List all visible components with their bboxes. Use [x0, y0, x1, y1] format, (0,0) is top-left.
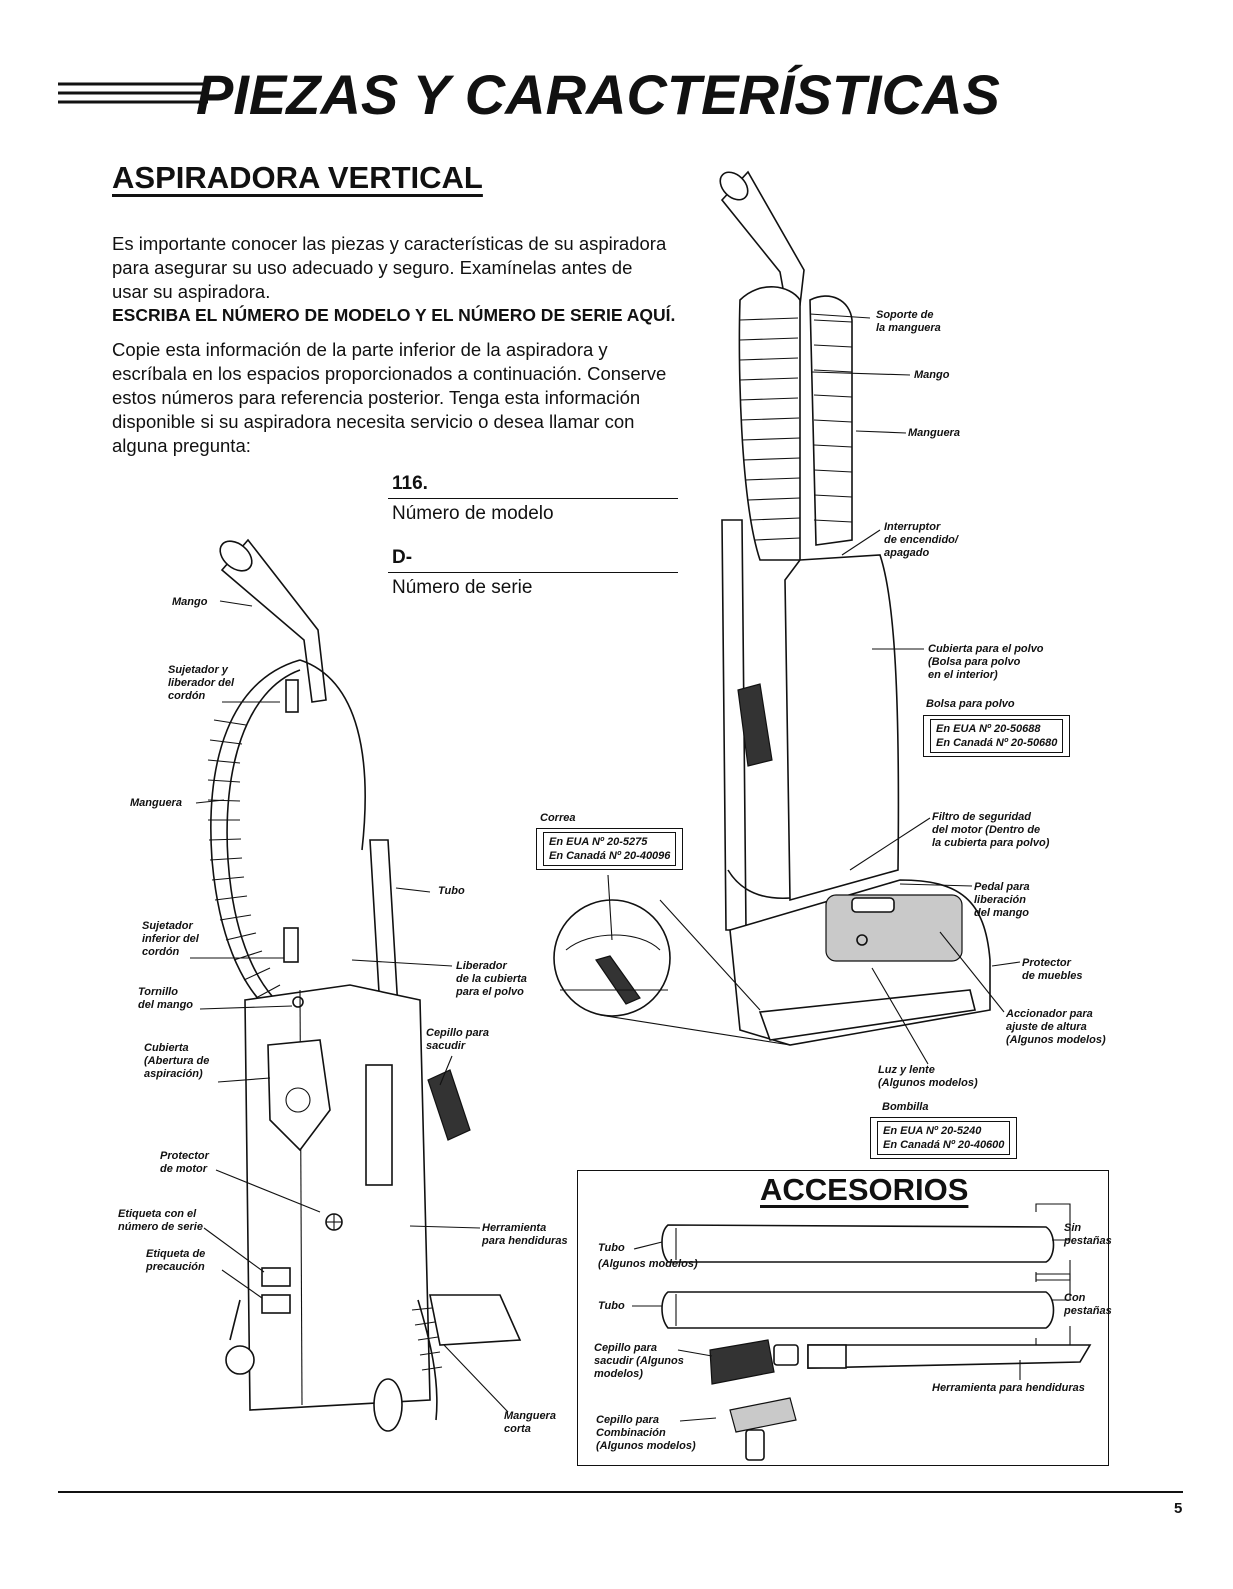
label-sujetador-inferior: Sujetador inferior del cordón [142, 920, 199, 958]
label-protector-motor: Protector de motor [160, 1150, 209, 1175]
label-protector-muebles: Protector de muebles [1022, 957, 1083, 982]
acc-cepillo-sacudir: Cepillo para sacudir (Algunos modelos) [594, 1342, 684, 1380]
acc-con-pestanas: Con pestañas [1064, 1292, 1112, 1317]
label-correa: Correa [540, 812, 576, 824]
page-number: 5 [1174, 1500, 1183, 1517]
label-sujetador-liberador: Sujetador y liberador del cordón [168, 664, 235, 702]
label-tornillo: Tornillo del mango [138, 986, 194, 1011]
label-accionador: Accionador para ajuste de altura (Alguno… [1006, 1008, 1106, 1046]
front-vacuum-drawing [553, 170, 991, 1046]
accessories-drawings [661, 1203, 1092, 1461]
right-leader-lines [607, 313, 1021, 1065]
label-cepillo-sacudir-left: Cepillo para sacudir [426, 1027, 489, 1052]
acc-herramienta: Herramienta para hendiduras [932, 1382, 1085, 1394]
model-number-prefix: 116. [392, 473, 428, 494]
label-luz-lente: Luz y lente (Algunos modelos) [878, 1064, 978, 1089]
acc-tubo2-label: Tubo [598, 1300, 625, 1312]
title-decoration-lines [58, 82, 208, 104]
label-cubierta-polvo: Cubierta para el polvo (Bolsa para polvo… [928, 643, 1044, 681]
label-cubierta: Cubierta (Abertura de aspiración) [144, 1042, 210, 1080]
page-title: PIEZAS Y CARACTERÍSTICAS [196, 63, 1000, 126]
label-bolsa-polvo: Bolsa para polvo [926, 698, 1015, 710]
label-herramienta-hendiduras-left: Herramienta para hendiduras [482, 1222, 568, 1247]
label-liberador-cubierta: Liberador de la cubierta para el polvo [456, 960, 527, 998]
label-tubo-left: Tubo [438, 885, 465, 897]
acc-sin-pestanas: Sin pestañas [1064, 1222, 1112, 1247]
label-manguera-left: Manguera [130, 797, 182, 809]
label-manguera-corta: Manguera corta [504, 1410, 556, 1435]
label-soporte-manguera: Soporte de la manguera [876, 309, 941, 334]
label-pedal: Pedal para liberación del mango [974, 881, 1030, 919]
label-etiqueta-serie: Etiqueta con el número de serie [118, 1208, 203, 1233]
label-bombilla: Bombilla [882, 1101, 929, 1113]
label-mango-right: Mango [914, 369, 950, 381]
label-manguera-right: Manguera [908, 427, 960, 439]
copy-paragraph: Copie esta información de la parte infer… [112, 339, 667, 456]
bolsa-part-box: En EUA Nº 20-50688 En Canadá Nº 20-50680 [923, 715, 1071, 757]
label-filtro: Filtro de seguridad del motor (Dentro de… [932, 811, 1050, 849]
section-heading: ASPIRADORA VERTICAL [112, 160, 483, 195]
label-interruptor: Interruptor de encendido/ apagado [884, 521, 958, 559]
instruction-heading: ESCRIBA EL NÚMERO DE MODELO Y EL NÚMERO … [112, 305, 676, 325]
intro-paragraph: Es importante conocer las piezas y carac… [112, 233, 667, 302]
rear-vacuum-drawing [207, 538, 522, 1432]
model-number-line[interactable] [388, 498, 678, 499]
accessories-title: ACCESORIOS [760, 1172, 969, 1207]
label-mango-left: Mango [172, 596, 208, 608]
correa-part-box: En EUA Nº 20-5275 En Canadá Nº 20-40096 [536, 828, 684, 870]
acc-tubo1-note: (Algunos modelos) [598, 1258, 698, 1270]
label-etiqueta-precaucion: Etiqueta de precaución [146, 1248, 206, 1273]
left-leader-lines [190, 600, 509, 1413]
serial-number-prefix: D- [392, 547, 413, 568]
bombilla-part-box: En EUA Nº 20-5240 En Canadá Nº 20-40600 [870, 1117, 1018, 1159]
serial-number-line[interactable] [388, 572, 678, 573]
model-number-label: Número de modelo [392, 503, 554, 524]
acc-cepillo-combinacion: Cepillo para Combinación (Algunos modelo… [596, 1414, 696, 1452]
acc-tubo1-label: Tubo [598, 1242, 625, 1254]
accessories-frame [577, 1170, 1109, 1466]
footer-rule [58, 1491, 1183, 1493]
serial-number-label: Número de serie [392, 577, 533, 598]
accessory-leader-lines [632, 1241, 1021, 1422]
